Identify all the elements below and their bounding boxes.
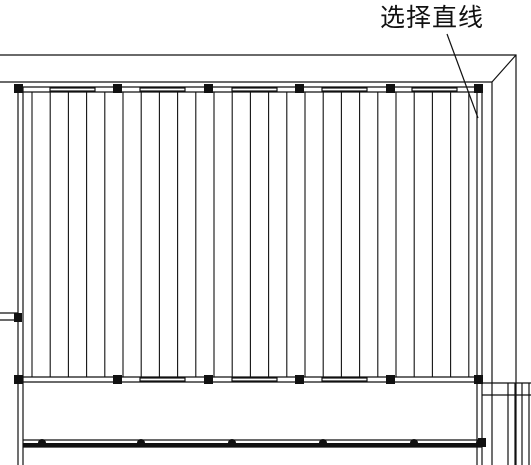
window-top [139,87,186,92]
beam-bolt [137,439,145,447]
callout-leader-line [446,33,479,119]
beam-bolt [38,439,46,447]
post-top [204,84,213,93]
post-top [474,84,483,93]
post-top [295,84,304,93]
post-side [478,438,486,447]
beam-bolt [410,439,418,447]
outer-frame-line [0,54,517,465]
post-mid [295,375,304,384]
post-mid [474,375,483,384]
beam-bolt [319,439,327,447]
callout-label: 选择直线 [380,3,485,32]
post-mid [113,375,122,384]
bottom-beam-thick [23,443,482,447]
window-top [321,87,368,92]
post-top [113,84,122,93]
window-top [231,87,278,92]
post-mid [386,375,395,384]
window-top [49,87,96,92]
inner-frame-line [0,81,493,465]
post-top [14,84,23,93]
window-mid [321,377,368,382]
window-mid [231,377,278,382]
frame-miter-line [491,54,517,83]
window-mid [139,377,186,382]
post-mid [14,375,23,384]
window-top [411,87,458,92]
post-top [386,84,395,93]
post-side [14,313,22,322]
beam-bolt [228,439,236,447]
post-mid [204,375,213,384]
